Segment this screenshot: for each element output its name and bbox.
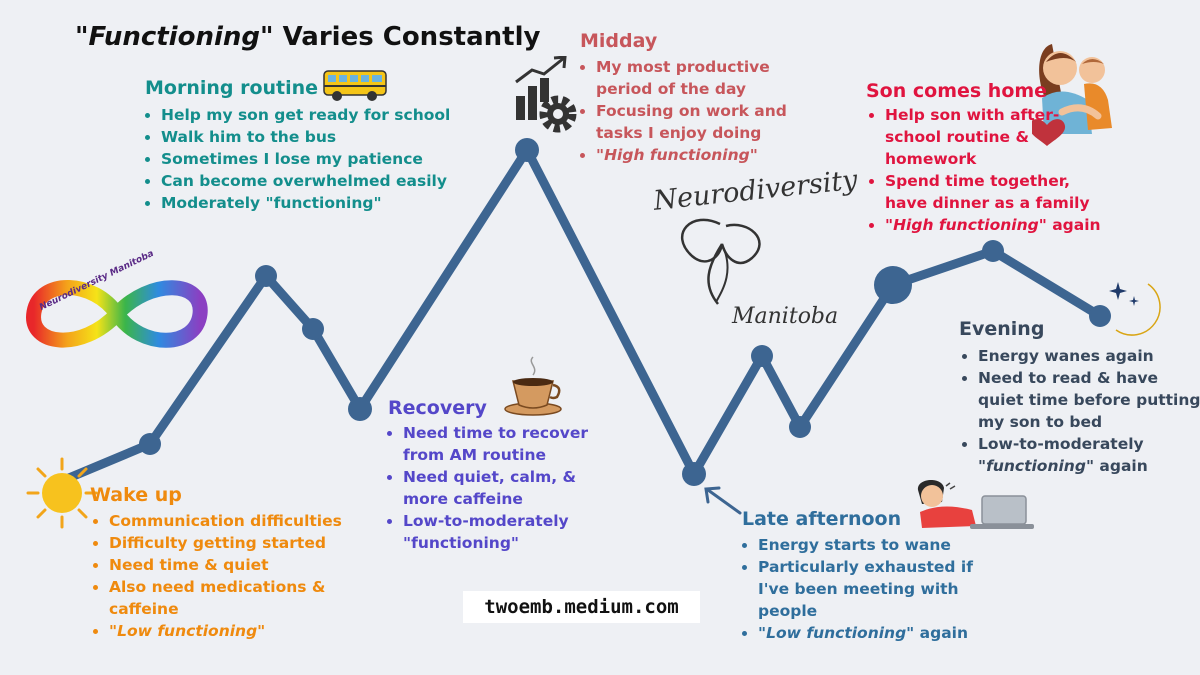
list-item: My most productive period of the day	[596, 56, 814, 100]
list-item: Particularly exhausted if I've been meet…	[758, 556, 1003, 622]
website-link[interactable]: twoemb.medium.com	[463, 591, 700, 623]
late-afternoon-title: Late afternoon	[742, 508, 902, 530]
path-segment	[689, 351, 767, 479]
path-node	[348, 397, 372, 421]
list-item: Need time & quiet	[109, 554, 399, 576]
list-item: Also need medications & caffeine	[109, 576, 399, 620]
list-item: Low-to-moderately "functioning"	[403, 510, 618, 554]
path-segment	[261, 271, 318, 334]
path-segment	[757, 351, 805, 432]
morning-routine-list: Help my son get ready for school Walk hi…	[141, 104, 451, 214]
son-comes-home-title: Son comes home	[866, 80, 1048, 102]
list-item: Difficulty getting started	[109, 532, 399, 554]
title-rest: " Varies Constantly	[260, 22, 541, 52]
infinity-logo-icon	[26, 280, 208, 348]
evening-list: Energy wanes again Need to read & have q…	[958, 345, 1200, 477]
path-node	[139, 433, 161, 455]
path-segment	[308, 324, 365, 414]
title-emphasis: Functioning	[88, 22, 260, 52]
school-bus-icon	[323, 70, 387, 101]
list-item: Energy starts to wane	[758, 534, 1003, 556]
path-segment	[988, 246, 1105, 321]
path-segment	[59, 439, 155, 485]
list-item: "High functioning" again	[885, 214, 1107, 236]
path-node	[789, 416, 811, 438]
mother-hugging-child-icon	[1032, 44, 1112, 146]
list-item: Energy wanes again	[978, 345, 1200, 367]
path-segment	[795, 280, 898, 432]
moon-stars-icon	[1109, 282, 1161, 336]
coffee-cup-icon	[504, 356, 562, 416]
midday-list: My most productive period of the day Foc…	[576, 56, 814, 166]
path-segment	[522, 145, 699, 479]
butterfly-icon	[680, 218, 761, 305]
wake-up-title: Wake up	[90, 484, 182, 506]
morning-routine-title: Morning routine	[145, 77, 319, 99]
midday-title: Midday	[580, 30, 658, 52]
list-item: "High functioning"	[596, 144, 814, 166]
title-quote: "	[75, 22, 89, 52]
son-comes-home-list: Help son with after-school routine & hom…	[865, 104, 1107, 236]
list-item: Moderately "functioning"	[161, 192, 451, 214]
path-node	[751, 345, 773, 367]
path-node	[682, 462, 706, 486]
arrow-icon	[704, 486, 742, 515]
wake-up-list: Communication difficulties Difficulty ge…	[89, 510, 399, 642]
list-item: Low-to-moderately "functioning" again	[978, 433, 1200, 477]
list-item: Focusing on work and tasks I enjoy doing	[596, 100, 814, 144]
tired-person-laptop-icon	[917, 479, 1034, 529]
list-item: Walk him to the bus	[161, 126, 451, 148]
list-item: Need time to recover from AM routine	[403, 422, 618, 466]
list-item: Communication difficulties	[109, 510, 399, 532]
list-item: Can become overwhelmed easily	[161, 170, 451, 192]
recovery-title: Recovery	[388, 397, 487, 419]
list-item: Spend time together, have dinner as a fa…	[885, 170, 1107, 214]
path-node	[1089, 305, 1111, 327]
list-item: "Low functioning"	[109, 620, 399, 642]
path-node	[515, 138, 539, 162]
path-node	[982, 240, 1004, 262]
list-item: Help son with after-school routine & hom…	[885, 104, 1107, 170]
productivity-chart-gear-icon	[515, 56, 577, 133]
list-item: Help my son get ready for school	[161, 104, 451, 126]
list-item: Need to read & have quiet time before pu…	[978, 367, 1200, 433]
recovery-list: Need time to recover from AM routine Nee…	[383, 422, 618, 554]
list-item: Need quiet, calm, & more caffeine	[403, 466, 618, 510]
list-item: "Low functioning" again	[758, 622, 1003, 644]
path-node	[874, 266, 912, 304]
path-node	[255, 265, 277, 287]
list-item: Sometimes I lose my patience	[161, 148, 451, 170]
evening-title: Evening	[959, 318, 1045, 340]
path-segment	[145, 271, 271, 449]
path-segment	[355, 145, 532, 414]
path-node	[302, 318, 324, 340]
sun-icon	[26, 457, 98, 529]
brand-place: Manitoba	[732, 304, 839, 329]
late-afternoon-list: Energy starts to wane Particularly exhau…	[738, 534, 1003, 644]
page-title: "Functioning" Varies Constantly	[75, 22, 540, 52]
